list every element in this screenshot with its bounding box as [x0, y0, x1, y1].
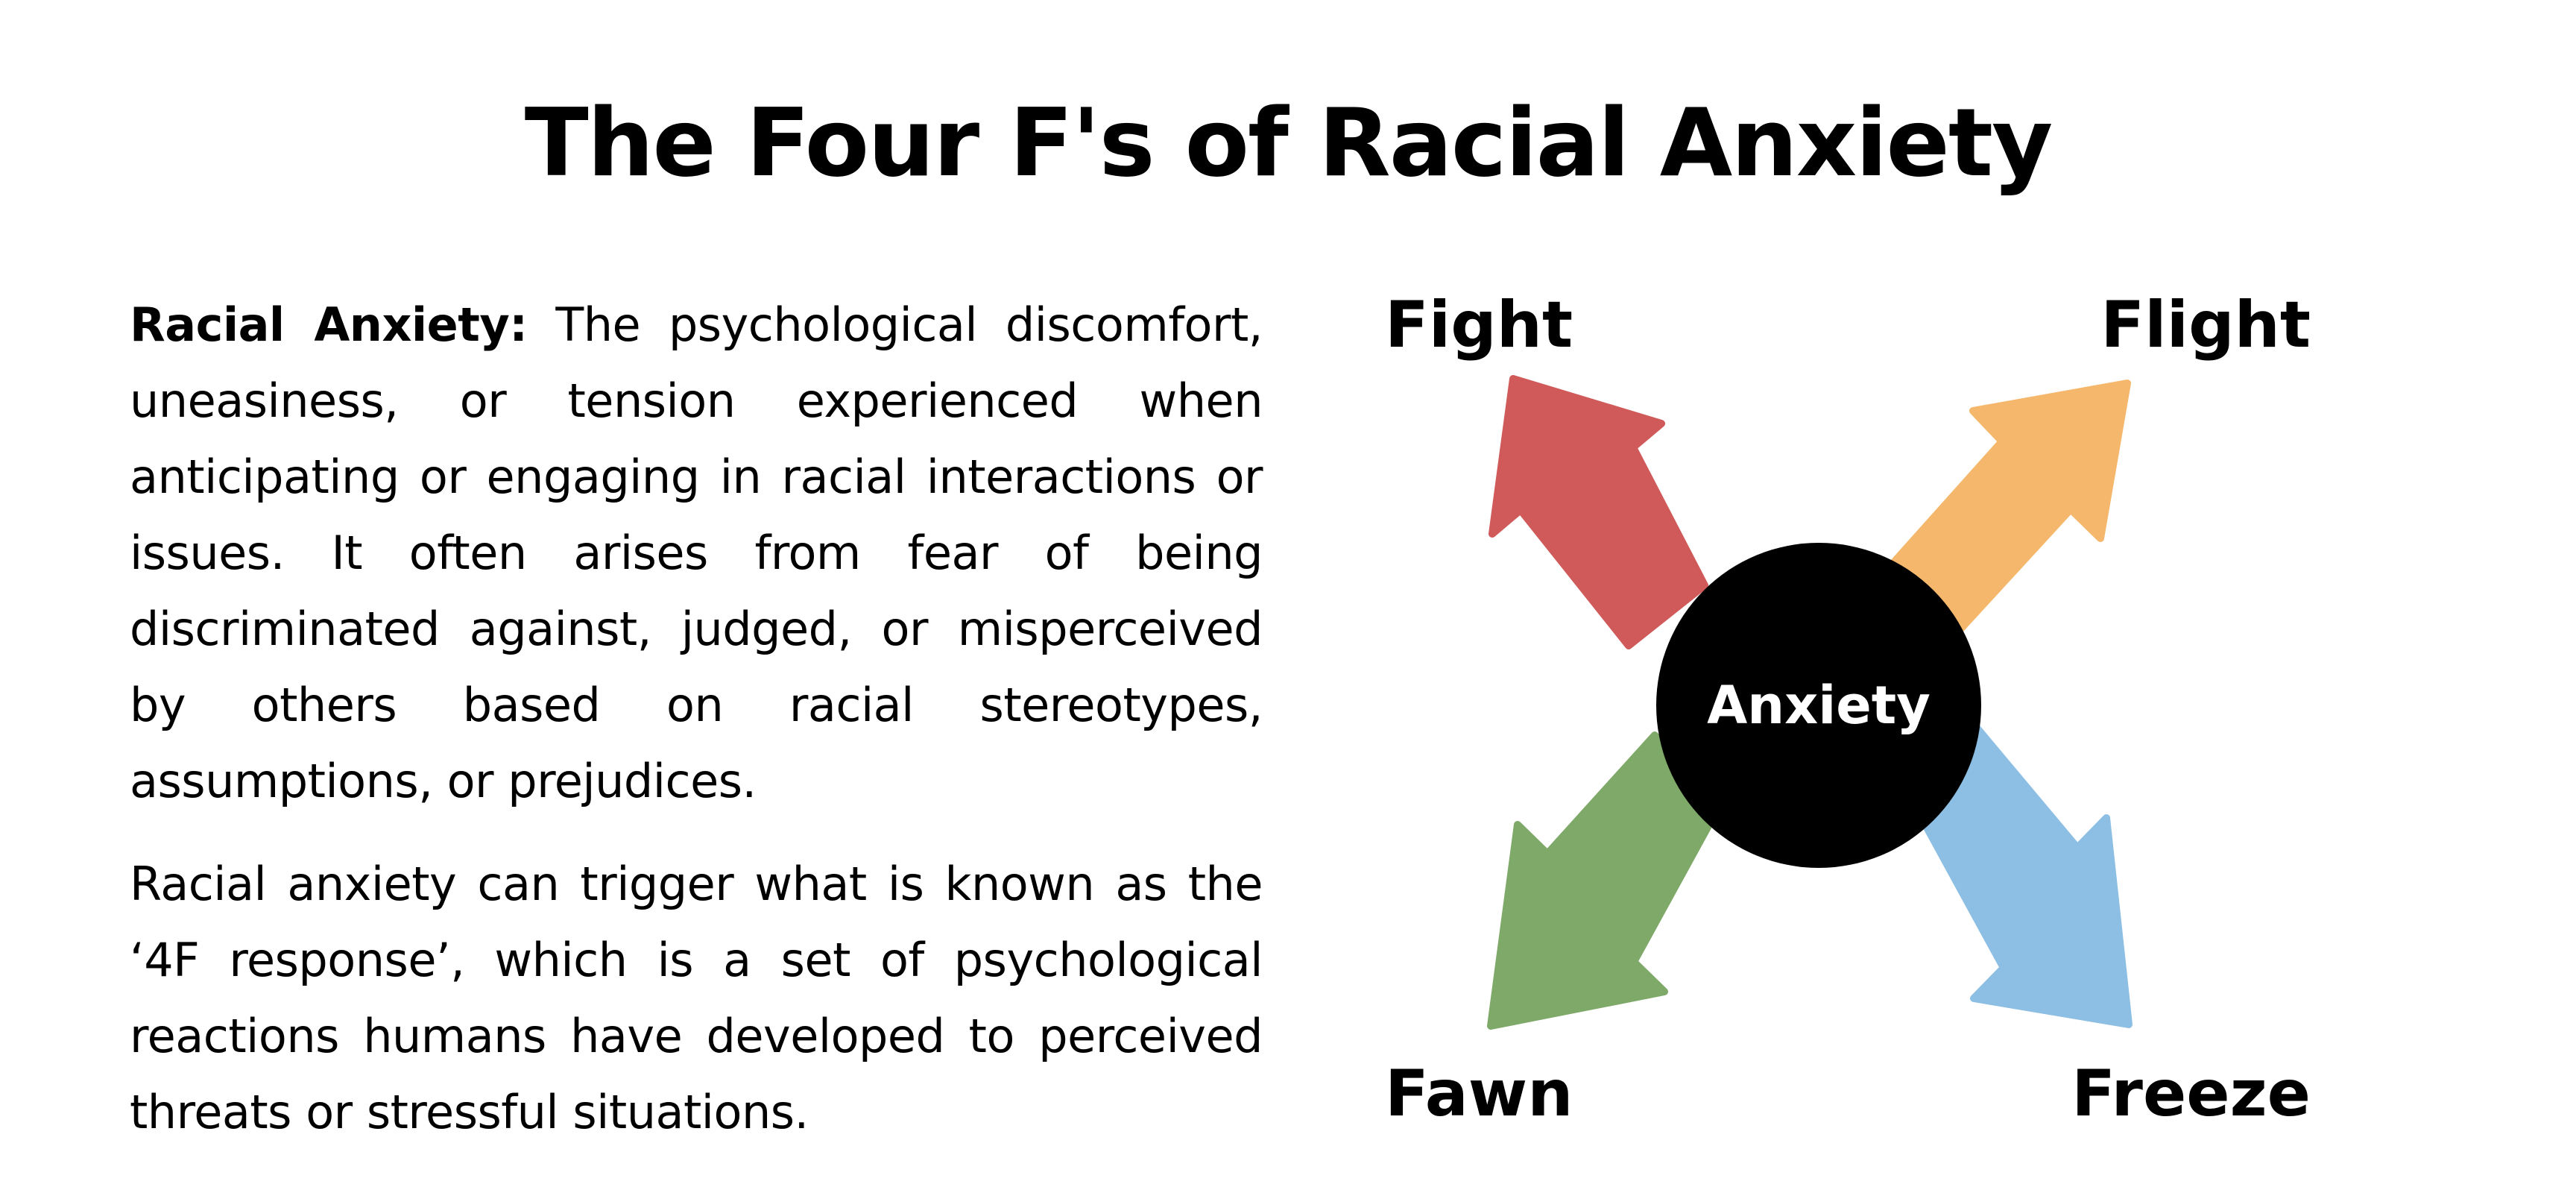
- fawn-arrow: [1487, 731, 1726, 1030]
- fight-arrow: [1489, 375, 1708, 649]
- flight-label: Flight: [2100, 288, 2311, 362]
- freeze-arrow: [1904, 724, 2133, 1028]
- definition-term: Racial Anxiety:: [130, 298, 528, 352]
- fawn-label: Fawn: [1385, 1057, 1573, 1131]
- flight-arrow: [1890, 380, 2131, 633]
- fight-label: Fight: [1385, 288, 1573, 362]
- page-title: The Four F's of Racial Anxiety: [524, 88, 2053, 198]
- definition-paragraph: Racial Anxiety: The psychological discom…: [130, 287, 1263, 819]
- description-paragraph: Racial anxiety can trigger what is known…: [130, 857, 1263, 1139]
- anxiety-center-circle: [1656, 543, 1981, 868]
- definition-text: The psychological discomfort, uneasiness…: [130, 298, 1263, 808]
- freeze-label: Freeze: [2071, 1057, 2311, 1131]
- text-column: Racial Anxiety: The psychological discom…: [130, 287, 1263, 1150]
- anxiety-center-label: Anxiety: [1707, 675, 1931, 736]
